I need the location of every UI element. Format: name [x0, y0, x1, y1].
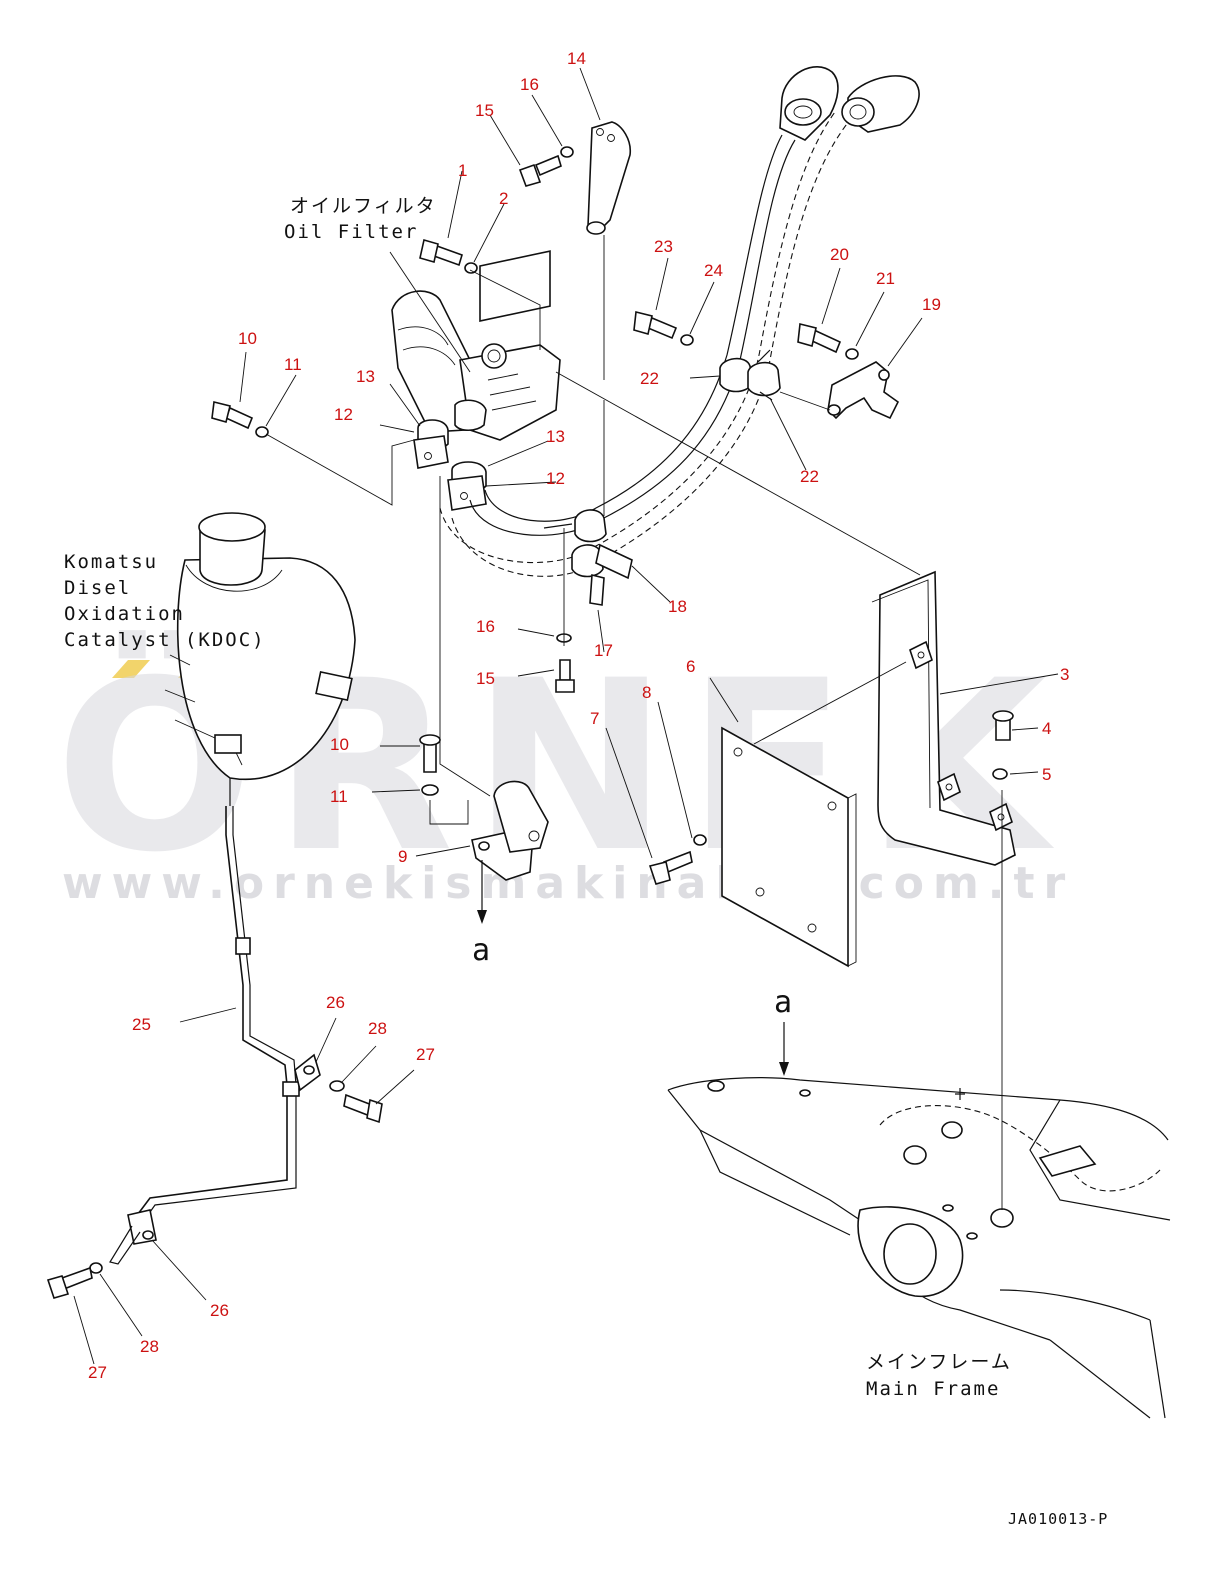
clamp-12-13-lower	[447, 461, 487, 511]
oil-filter-label-en: Oil Filter	[284, 221, 418, 243]
bolt-4	[992, 710, 1014, 780]
view-a-bottom-label: a	[774, 985, 794, 1020]
callout-2: 2	[499, 189, 508, 208]
bolt-7	[648, 834, 707, 885]
callout-26-lower: 26	[210, 1301, 229, 1320]
view-arrow-a-top: a	[472, 860, 492, 968]
washer-24	[680, 334, 694, 346]
bracket-9	[471, 780, 549, 881]
kdoc-label-line2: Disel	[64, 577, 131, 599]
callout-13-lower: 13	[546, 427, 565, 446]
callout-10-lower: 10	[330, 735, 349, 754]
washer-21	[845, 348, 859, 360]
watermark-url: www.ornekismakinalari.com.tr	[62, 858, 1074, 909]
view-a-top-label: a	[472, 933, 492, 968]
callout-9: 9	[398, 847, 407, 866]
callout-24: 24	[704, 261, 723, 280]
callout-14: 14	[567, 49, 586, 68]
drain-tube	[109, 806, 321, 1265]
callout-7: 7	[590, 709, 599, 728]
callout-3: 3	[1060, 665, 1069, 684]
callout-6: 6	[686, 657, 695, 676]
callout-27-upper: 27	[416, 1045, 435, 1064]
callout-21: 21	[876, 269, 895, 288]
kdoc-tank	[164, 512, 356, 806]
callout-18: 18	[668, 597, 687, 616]
callout-12-upper: 12	[334, 405, 353, 424]
callout-22-lower: 22	[800, 467, 819, 486]
callout-13-upper: 13	[356, 367, 375, 386]
oil-filter-label-jp: オイルフィルタ	[290, 195, 437, 217]
watermark-accent-left	[112, 660, 150, 678]
bolt-27-upper	[329, 1080, 383, 1124]
callout-27-lower: 27	[88, 1363, 107, 1382]
bolt-27-lower	[46, 1262, 103, 1299]
callout-26-upper: 26	[326, 993, 345, 1012]
kdoc-label-line3: Oxidation	[64, 603, 185, 625]
washer-11-lower	[421, 784, 439, 796]
callout-15-upper: 15	[475, 101, 494, 120]
kdoc-label-line4: Catalyst (KDOC)	[64, 629, 266, 651]
callout-20: 20	[830, 245, 849, 264]
washer-28-upper	[329, 1080, 345, 1092]
bolt-10-upper	[211, 401, 269, 438]
callout-16-upper: 16	[520, 75, 539, 94]
bolt-20	[797, 323, 859, 360]
main-frame-label-en: Main Frame	[866, 1378, 1000, 1400]
callout-28-lower: 28	[140, 1337, 159, 1356]
kdoc-label-line1: Komatsu	[64, 551, 158, 573]
bracket-14	[586, 121, 632, 235]
bracket-3	[871, 570, 1016, 866]
callout-22-left: 22	[640, 369, 659, 388]
callout-11-upper: 11	[284, 355, 302, 374]
clamp-17-18	[543, 509, 633, 606]
callout-5: 5	[1042, 765, 1051, 784]
callout-19: 19	[922, 295, 941, 314]
hoses	[439, 66, 920, 577]
washer-2	[464, 262, 478, 274]
leader-lines	[73, 67, 1059, 1365]
callout-28-upper: 28	[368, 1019, 387, 1038]
callout-12-lower: 12	[546, 469, 565, 488]
callout-4: 4	[1042, 719, 1051, 738]
washer-5	[992, 768, 1008, 780]
washer-8	[693, 834, 707, 846]
washer-28-lower	[89, 1262, 103, 1274]
drawing-code: JA010013-P	[1008, 1510, 1108, 1528]
callout-17: 17	[594, 641, 613, 660]
callout-8: 8	[642, 683, 651, 702]
bracket-19	[827, 361, 900, 420]
callout-23: 23	[654, 237, 673, 256]
bolt-1	[419, 238, 478, 274]
main-frame-label-jp: メインフレーム	[866, 1351, 1012, 1373]
clamp-12-13-upper	[413, 419, 449, 469]
washer-11-upper	[255, 426, 269, 438]
callout-16-lower: 16	[476, 617, 495, 636]
callout-15-lower: 15	[476, 669, 495, 688]
washer-16-upper	[560, 146, 574, 158]
plate-6	[721, 726, 857, 968]
component-labels: オイルフィルタ Oil Filter Komatsu Disel Oxidati…	[64, 195, 1108, 1528]
callout-25: 25	[132, 1015, 151, 1034]
bolt-23	[633, 311, 694, 346]
callout-1: 1	[458, 161, 467, 180]
main-frame	[667, 1077, 1171, 1419]
callout-11-lower: 11	[330, 787, 348, 806]
callout-numbers: 1 2 3 4 5 6 7 8 9 10 10 11 11 12 12 13 1…	[88, 49, 1069, 1382]
callout-10-upper: 10	[238, 329, 257, 348]
oil-filter	[391, 250, 561, 441]
bolt-15-upper	[518, 146, 574, 187]
clamp-22	[719, 349, 781, 401]
view-arrow-a-bottom: a	[774, 985, 794, 1076]
